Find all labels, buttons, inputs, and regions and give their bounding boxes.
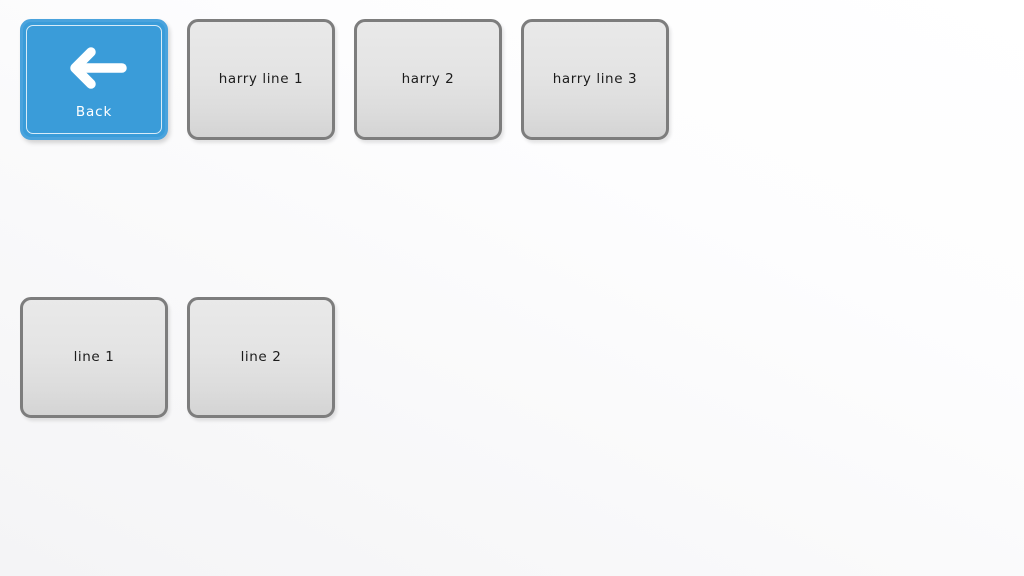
tile-label: harry line 1 (218, 70, 304, 87)
tile-label: harry line 3 (552, 70, 638, 87)
tile-harry-2[interactable]: harry 2 (354, 19, 502, 140)
tile-label: line 2 (240, 348, 282, 365)
tile-harry-line-1[interactable]: harry line 1 (187, 19, 335, 140)
back-button-label: Back (75, 104, 113, 121)
back-button[interactable]: Back (20, 19, 168, 140)
tile-label: harry 2 (401, 70, 455, 87)
arrow-left-icon (70, 47, 127, 89)
tile-label: line 1 (73, 348, 115, 365)
tile-harry-line-3[interactable]: harry line 3 (521, 19, 669, 140)
back-button-content: Back (23, 22, 165, 137)
tile-line-1[interactable]: line 1 (20, 297, 168, 418)
tile-line-2[interactable]: line 2 (187, 297, 335, 418)
